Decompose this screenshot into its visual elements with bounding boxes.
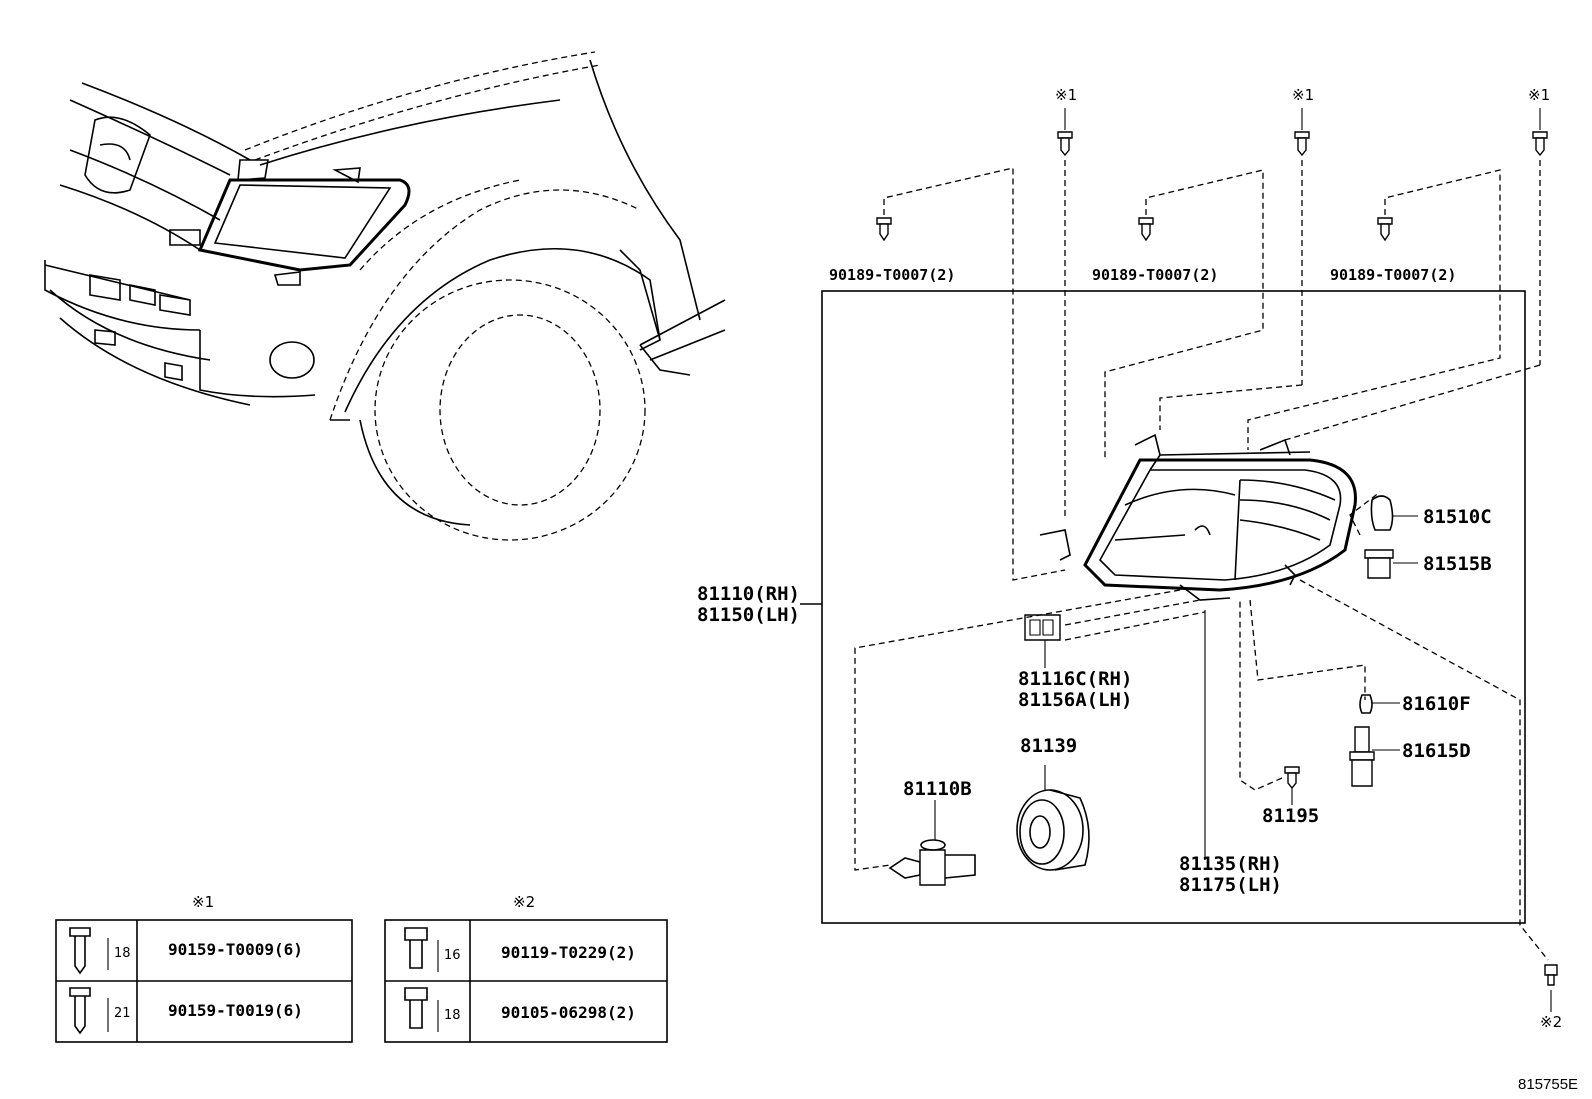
fastener-label-3: 90189-T0007(2) [1330,266,1457,284]
bulb-81510C-label: 81510C [1423,506,1492,528]
table2-row2-part: 90105-06298(2) [501,1003,636,1022]
table-ref2 [384,919,668,1043]
screw-81195 [1239,599,1366,805]
fastener-label-2: 90189-T0007(2) [1092,266,1219,284]
ref1-mark-a: ※1 [1055,86,1078,104]
cover-81139 [1016,765,1090,871]
table2-row1-part: 90119-T0229(2) [501,943,636,962]
table2-row1-length: 16 [444,948,461,963]
cover-label: 81139 [1020,735,1078,757]
table1-row2-part: 90159-T0019(6) [168,1001,303,1020]
table1-row1-part: 90159-T0009(6) [168,940,303,959]
table1-row1-length: 18 [114,946,131,961]
socket-81615D [1349,726,1400,787]
ref1-mark-b: ※1 [1292,86,1315,104]
socket-81615D-label: 81615D [1402,740,1471,762]
clip-icon [876,167,1066,581]
bulb-81610F-label: 81610F [1402,693,1471,715]
clip-icon [1247,169,1501,450]
assembly-boundary [821,290,1526,924]
diagram-id: 815755E [1518,1076,1579,1093]
screw-ref2-icon [1299,579,1558,1012]
socket-81515B-label: 81515B [1423,553,1492,575]
bulb-81510C [1349,491,1418,536]
screw-label: 81195 [1262,805,1320,827]
headlamp-housing [1039,433,1357,601]
socket-81515B [1364,549,1418,579]
ref2-mark: ※2 [1540,1013,1563,1031]
table1-row2-length: 21 [114,1006,131,1021]
socket-lh-label: 81156A(LH) [1018,689,1133,711]
table1-ref: ※1 [192,893,215,911]
ref1-mark-c: ※1 [1528,86,1551,104]
socket-rh-label: 81116C(RH) [1018,668,1133,690]
bracket-lh-label: 81175(LH) [1179,874,1282,896]
bracket-rh-label: 81135(RH) [1179,853,1282,875]
bulb-81610F [1359,694,1400,714]
table-ref1 [55,919,353,1043]
vehicle-front-illustration [44,51,726,541]
headlamp-rh-label: 81110(RH) [697,583,800,605]
bulb-81110B [888,800,976,886]
bolt-icon [1532,108,1548,365]
table2-row2-length: 18 [444,1008,461,1023]
bolt-icon [1057,108,1073,520]
socket-81116C [1024,599,1206,668]
clip-icon [1104,169,1264,458]
table2-ref: ※2 [513,893,536,911]
bolt-icon [1294,108,1310,385]
bulb-main-label: 81110B [903,778,972,800]
headlamp-lh-label: 81150(LH) [697,604,800,626]
fastener-label-1: 90189-T0007(2) [829,266,956,284]
